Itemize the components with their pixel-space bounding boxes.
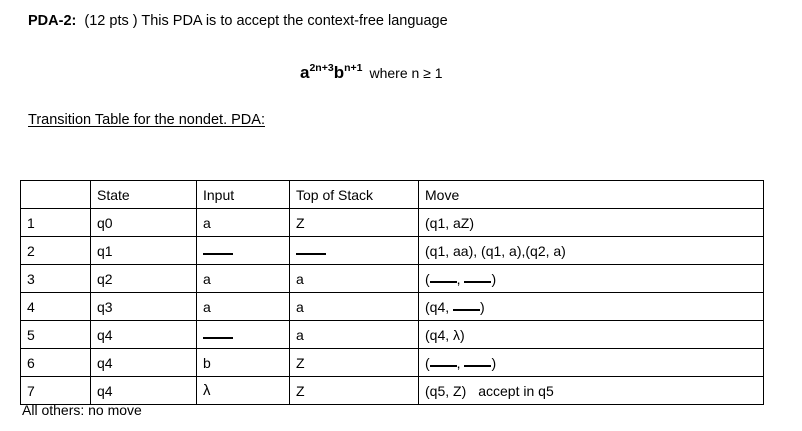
cell-state: q4 — [90, 320, 197, 349]
cell-input — [196, 320, 290, 349]
cell-move: (q4, ) — [418, 292, 764, 321]
cell-input: a — [196, 264, 290, 293]
problem-statement: (12 pts ) This PDA is to accept the cont… — [84, 13, 448, 29]
move-transition: (q5, Z) — [425, 382, 467, 399]
header-move: Move — [418, 180, 764, 209]
header-row-number — [20, 180, 91, 209]
cell-move: (, ) — [418, 348, 764, 377]
cell-top-of-stack: a — [289, 264, 419, 293]
cell-top-of-stack: Z — [289, 348, 419, 377]
formula-exponent-b: n+1 — [344, 62, 363, 74]
cell-input: a — [196, 208, 290, 237]
cell-state: q4 — [90, 348, 197, 377]
move-blank-field-1 — [429, 354, 457, 367]
move-blank-field-1 — [453, 298, 481, 311]
cell-input: b — [196, 348, 290, 377]
cell-top-of-stack: Z — [289, 208, 419, 237]
cell-row-number: 7 — [20, 376, 91, 405]
move-blank-field-1 — [429, 270, 457, 283]
cell-move: (q1, aa), (q1, a),(q2, a) — [418, 236, 764, 265]
cell-move: (q5, Z) accept in q5 — [418, 376, 764, 405]
formula-exponent-a: 2n+3 — [309, 62, 334, 74]
cell-move: (q4, λ) — [418, 320, 764, 349]
top-of-stack-blank-field — [296, 242, 326, 255]
cell-row-number: 1 — [20, 208, 91, 237]
cell-input: λ — [196, 376, 290, 405]
formula-condition: where n ≥ 1 — [369, 65, 443, 82]
cell-top-of-stack: Z — [289, 376, 419, 405]
cell-top-of-stack: a — [289, 320, 419, 349]
move-blank-field-2 — [464, 270, 492, 283]
cell-row-number: 3 — [20, 264, 91, 293]
cell-state: q3 — [90, 292, 197, 321]
move-blank-field-2 — [464, 354, 492, 367]
formula-base-a: a — [300, 63, 310, 83]
cell-state: q0 — [90, 208, 197, 237]
cell-row-number: 2 — [20, 236, 91, 265]
footer-note: All others: no move — [22, 402, 142, 418]
problem-heading: PDA-2: (12 pts ) This PDA is to accept t… — [28, 11, 448, 31]
cell-row-number: 5 — [20, 320, 91, 349]
cell-move: (q1, aZ) — [418, 208, 764, 237]
formula-base-b: b — [333, 63, 345, 83]
cell-input: a — [196, 292, 290, 321]
language-formula: a2n+3bn+1 where n ≥ 1 — [300, 58, 443, 85]
problem-label: PDA-2: — [28, 13, 77, 29]
table-header-row: State Input Top of Stack Move — [20, 180, 764, 209]
input-blank-field — [203, 242, 233, 255]
cell-state: q2 — [90, 264, 197, 293]
cell-top-of-stack: a — [289, 292, 419, 321]
section-heading: Transition Table for the nondet. PDA: — [28, 112, 265, 128]
header-top-of-stack: Top of Stack — [289, 180, 419, 209]
input-blank-field — [203, 326, 233, 339]
cell-move: (, ) — [418, 264, 764, 293]
cell-top-of-stack — [289, 236, 419, 265]
cell-state: q1 — [90, 236, 197, 265]
cell-row-number: 4 — [20, 292, 91, 321]
header-input: Input — [196, 180, 290, 209]
lambda-symbol: λ — [203, 382, 211, 399]
cell-input — [196, 236, 290, 265]
header-state: State — [90, 180, 197, 209]
cell-row-number: 6 — [20, 348, 91, 377]
move-accept-note: accept in q5 — [478, 382, 554, 399]
